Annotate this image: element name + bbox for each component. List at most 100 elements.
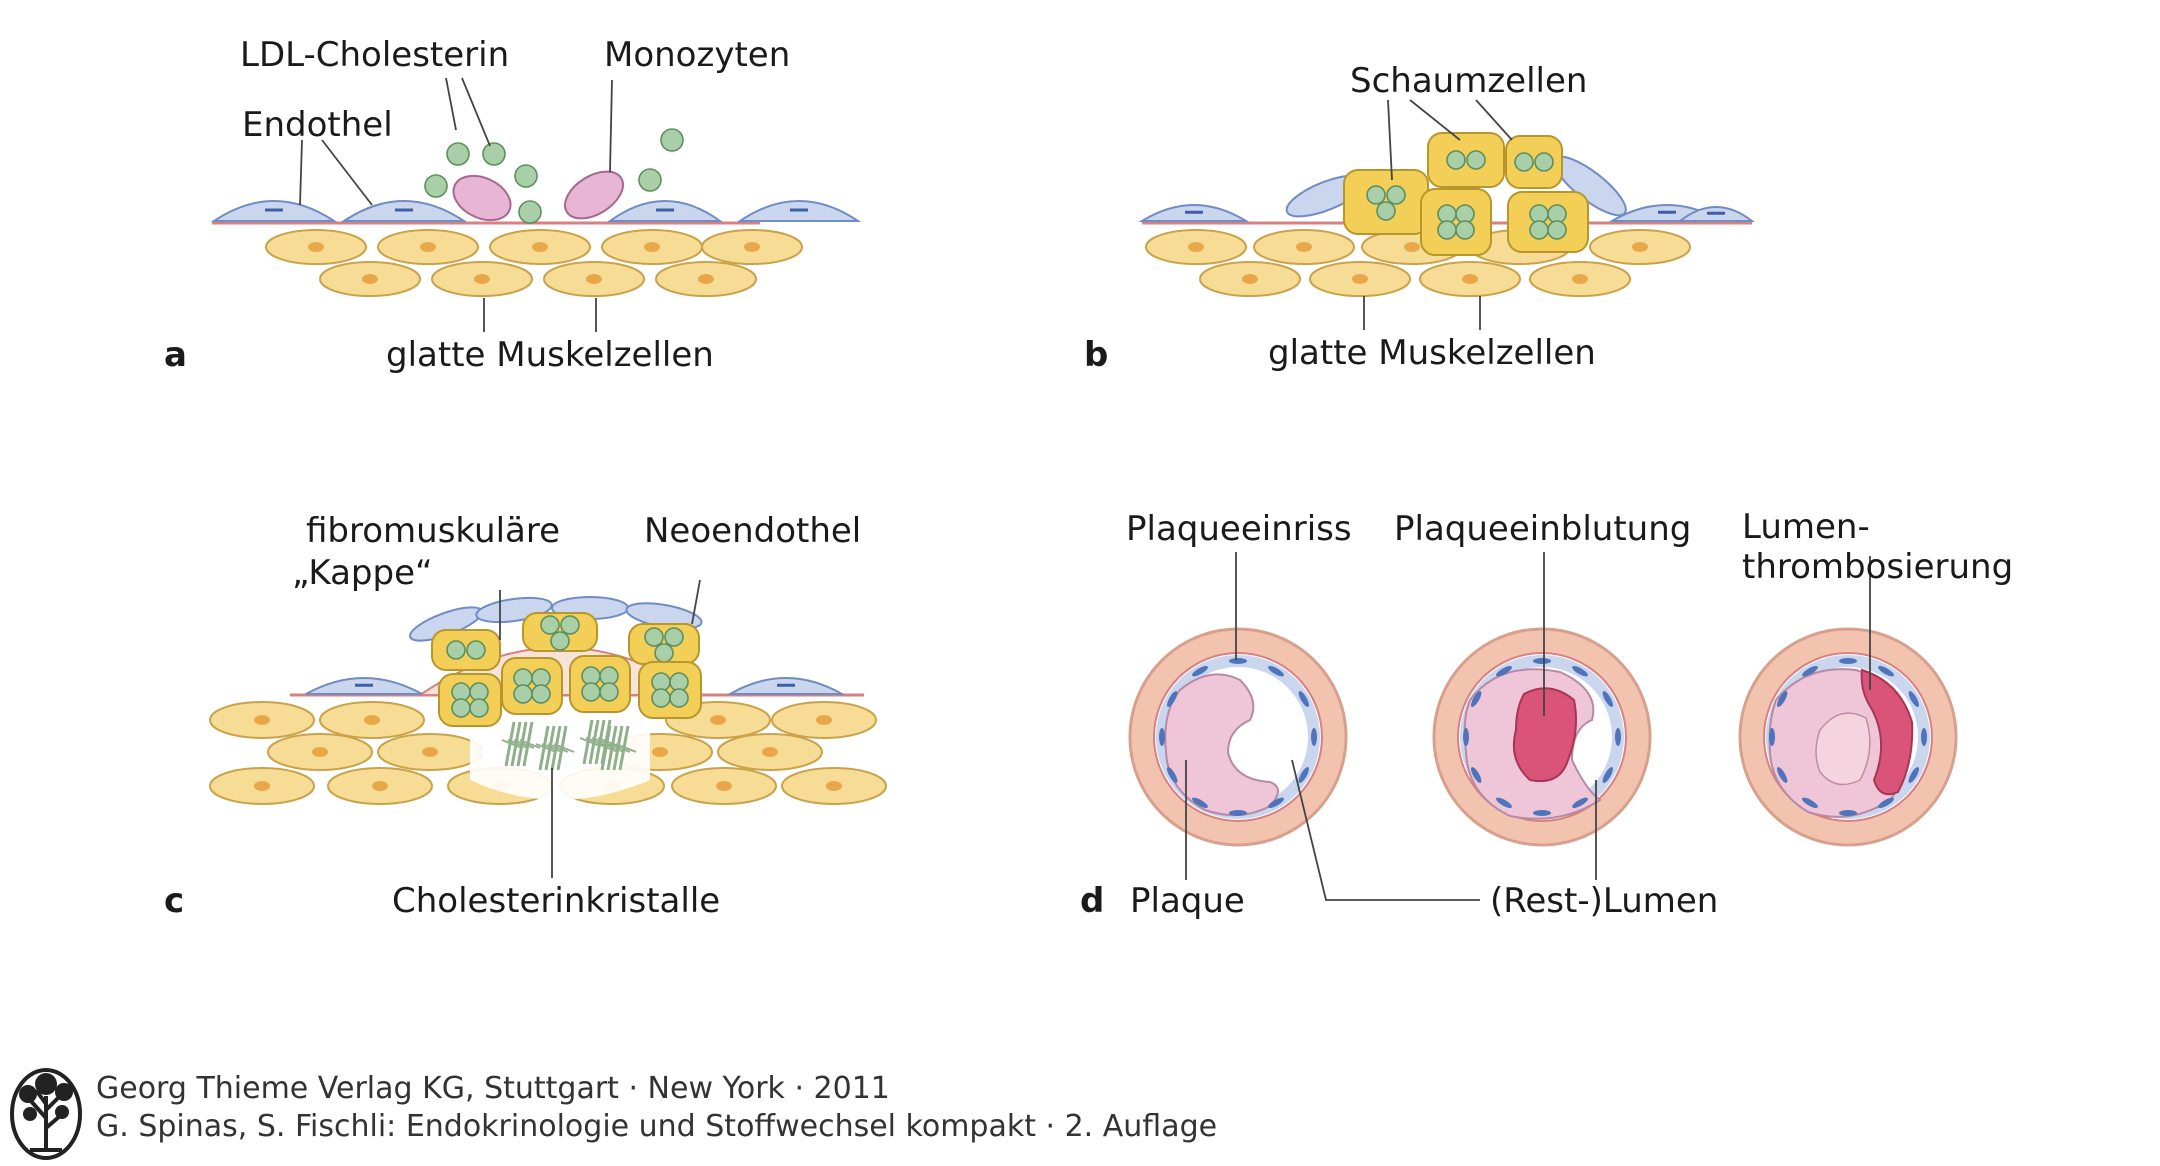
endothelial-nucleus: [1839, 658, 1857, 664]
leader-line: [1387, 99, 1393, 181]
lipid-core: [470, 700, 650, 800]
nucleus: [716, 781, 732, 791]
ldl-particle: [424, 174, 448, 198]
endothelial-cells: [1463, 658, 1621, 816]
ldl-particle: [531, 684, 551, 704]
endothelial-nucleus: [1908, 767, 1919, 783]
nucleus: [652, 747, 668, 757]
endothelial-nucleus: [1471, 691, 1482, 707]
leader-line: [445, 77, 457, 131]
ldl-particle: [654, 643, 674, 663]
cholesterol-crystal: [519, 739, 541, 749]
foam-cell: [438, 673, 502, 727]
label-endothel: Endothel: [242, 105, 393, 145]
endothelial-nucleus: [1602, 767, 1613, 783]
ldl-particle: [1376, 201, 1396, 221]
nucleus: [1572, 274, 1588, 284]
nucleus: [1462, 274, 1478, 284]
nucleus: [744, 242, 760, 252]
endothelial-nucleus: [1496, 666, 1512, 677]
endothelial-nucleus: [1802, 797, 1818, 808]
vessel-plaque-hemorrhage: [1432, 627, 1652, 847]
label-smooth-muscle-cells: glatte Muskelzellen: [1268, 333, 1596, 373]
nucleus: [420, 242, 436, 252]
cholesterol-crystal: [541, 743, 563, 753]
ldl-particle: [599, 682, 619, 702]
endothelial-nucleus: [1471, 767, 1482, 783]
cholesterol-crystal: [591, 737, 613, 747]
endothelial-nucleus: [1298, 691, 1309, 707]
foam-cell-group: [1343, 132, 1589, 256]
ldl-particle: [1547, 220, 1567, 240]
ldl-particle: [451, 698, 471, 718]
ldl-particle: [1466, 150, 1486, 170]
endothelial-nucleus: [1878, 666, 1894, 677]
publisher-credit: Georg Thieme Verlag KG, Stuttgart · New …: [10, 1068, 1217, 1160]
nucleus: [1188, 242, 1204, 252]
nucleus: [710, 715, 726, 725]
label-ldl-cholesterin: LDL-Cholesterin: [240, 35, 509, 75]
foam-cell: [569, 655, 631, 713]
endothelial-nucleus: [1533, 810, 1551, 816]
monocyte: [452, 174, 512, 222]
nucleus: [532, 242, 548, 252]
cholesterol-crystal: [501, 739, 523, 749]
ldl-particle: [1534, 152, 1554, 172]
ldl-particle-group: [424, 128, 684, 224]
cholesterol-crystal: [513, 739, 535, 749]
foam-cell-group: [431, 612, 702, 727]
leader-line: [691, 579, 701, 625]
cholesterol-crystal: [615, 743, 637, 753]
nucleus: [698, 274, 714, 284]
leader-line: [321, 139, 373, 206]
endothelial-nucleus: [1167, 767, 1178, 783]
cholesterol-crystal: [585, 737, 607, 747]
ldl-particle: [1455, 220, 1475, 240]
nucleus: [826, 781, 842, 791]
label-neoendothel: Neoendothel: [644, 511, 861, 551]
nucleus: [372, 781, 388, 791]
ldl-particle: [1446, 150, 1466, 170]
monocyte-group: [452, 170, 624, 222]
ldl-particle: [513, 684, 533, 704]
leader-line: [299, 139, 303, 206]
endothelial-nucleus: [1268, 666, 1284, 677]
endothelial-nucleus: [1463, 728, 1469, 746]
nucleus: [644, 242, 660, 252]
nucleus: [364, 715, 380, 725]
ldl-particle: [1386, 185, 1406, 205]
cholesterol-crystal: [579, 737, 601, 747]
endothelial-nucleus: [1229, 658, 1247, 664]
endothelial-cells: [1769, 658, 1927, 816]
nucleus: [1632, 242, 1648, 252]
endothelial-nucleus: [1192, 666, 1208, 677]
endothelial-nucleus: [1496, 797, 1512, 808]
label-monozyten: Monozyten: [604, 35, 790, 75]
monocyte: [564, 170, 624, 220]
nucleus: [1296, 242, 1312, 252]
label-lumen-thrombosis: Lumen-: [1742, 507, 1870, 547]
endothelial-nucleus: [1533, 658, 1551, 664]
nucleus: [1352, 274, 1368, 284]
nucleus: [254, 781, 270, 791]
leader-line: [1409, 99, 1461, 141]
nucleus: [362, 274, 378, 284]
ldl-particle: [1437, 220, 1457, 240]
ldl-particle: [1529, 220, 1549, 240]
plaque-core: [1815, 712, 1871, 786]
label-rest-lumen: (Rest-)Lumen: [1490, 881, 1718, 921]
cholesterol-crystal: [609, 743, 631, 753]
vessel-lumen-thrombosis: [1738, 627, 1958, 847]
panel-letter-a: a: [164, 335, 187, 375]
label-smooth-muscle-cells: glatte Muskelzellen: [386, 335, 714, 375]
foam-cell: [431, 629, 501, 671]
panel-d: Plaqueeinriss Plaqueeinblutung Lumen- th…: [1080, 507, 2013, 921]
panel-letter-b: b: [1084, 335, 1108, 375]
cholesterol-crystal-group: [501, 719, 637, 771]
label-plaque: Plaque: [1130, 881, 1245, 921]
endothelial-nucleus: [1298, 767, 1309, 783]
label-fibromuscular-cap: fibromuskuläre: [306, 511, 560, 551]
credit-line-2: G. Spinas, S. Fischli: Endokrinologie un…: [96, 1109, 1217, 1144]
ldl-particle: [540, 615, 560, 635]
